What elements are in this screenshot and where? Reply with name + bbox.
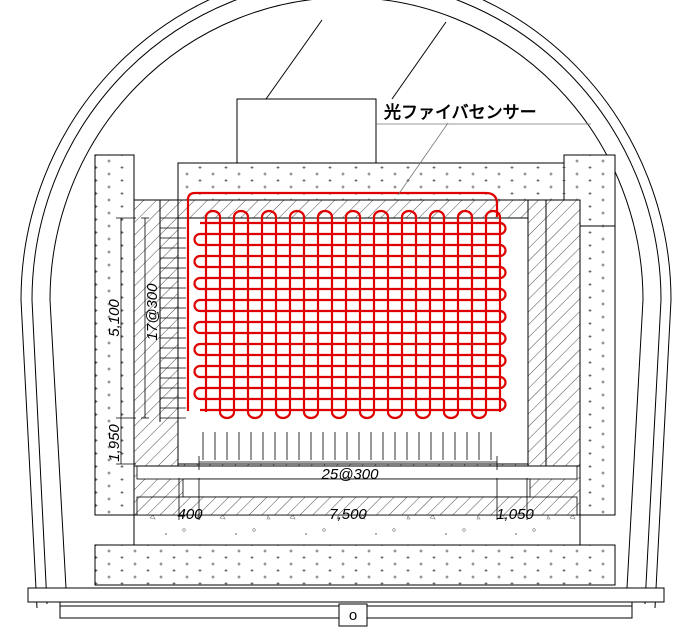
crown-shaft-lines xyxy=(265,19,447,100)
dimension-height-upper: 5,100 xyxy=(106,299,123,337)
dimension-width-right: 1,050 xyxy=(496,506,534,523)
upper-equipment-box xyxy=(236,98,377,164)
base-concrete xyxy=(133,514,581,546)
vertical-ticks xyxy=(160,217,186,419)
sensor-callout-label: 光ファイバセンサー xyxy=(383,102,537,122)
drain-symbol: o xyxy=(349,607,357,624)
optical-fiber-sensor-path xyxy=(186,191,507,420)
dimension-vertical-spacing: 17@300 xyxy=(144,283,161,341)
dimension-width-left: 400 xyxy=(177,506,203,523)
dimension-width-main: 7,500 xyxy=(329,506,367,523)
drain-box: o xyxy=(338,603,368,627)
dimension-horizontal-spacing: 25@300 xyxy=(321,466,380,483)
dimension-height-lower: 1,950 xyxy=(106,424,123,462)
dimension-lines xyxy=(116,217,528,520)
horizontal-ticks xyxy=(202,432,492,460)
sensor-callout-leader xyxy=(397,122,449,196)
